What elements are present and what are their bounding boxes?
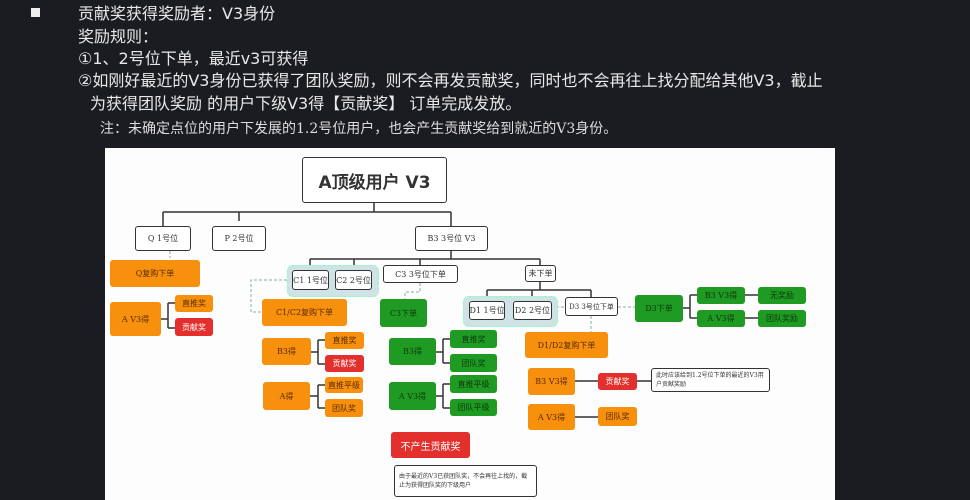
dav3-node: A V3得 [528,404,575,430]
note: 注：未确定点位的用户下发展的1.2号位用户，也会产生贡献奖给到就近的V3身份。 [100,121,618,137]
dav3-team-node: 团队奖 [598,407,637,426]
rule-2-cont: 为获得团队奖励 的用户下级V3得【贡献奖】 订单完成发放。 [90,94,522,113]
oa-direct-node: 直推平级 [325,377,363,393]
oa-node: A得 [263,382,310,410]
b3-node: B3 3号位 V3 [415,226,488,251]
rule-1: ①1、2号位下单，最近v3可获得 [78,49,309,68]
gav3-node: A V3得 [389,382,436,410]
d12-rebuy-node: D1/D2复购下单 [525,332,608,358]
diagram-panel: A顶级用户 V3 Q 1号位 P 2号位 B3 3号位 V3 Q复购下单 A V… [105,148,835,500]
rule-2: ②如刚好最近的V3身份已获得了团队奖励，则不会再发贡献奖，同时也不会再往上找分配… [78,71,823,90]
q-direct-node: 直推奖 [175,295,213,312]
ob3-direct-node: 直推奖 [325,332,364,349]
ob3-node: B3得 [262,338,311,365]
slide-title: 贡献奖获得奖励者：V3身份 [78,4,276,23]
c3-node: C3 3号位下单 [383,265,458,283]
c2-node: C2 2号位 [335,270,372,290]
db3-contrib-node: 贡献奖 [598,373,637,390]
d-av3-node: A V3得 [697,310,745,327]
gav3-team-node: 团队平级 [450,399,497,416]
d-b3v3-node: B3 V3得 [697,287,745,304]
unordered-node: 未下单 [525,265,556,282]
q-av3-node: A V3得 [110,302,161,336]
gav3-direct-node: 直推平级 [450,375,497,393]
rules-label: 奖励规则： [78,27,159,46]
q-contrib-node: 贡献奖 [175,318,213,336]
c3-order-node: C3下单 [380,299,427,327]
gb3-team-node: 团队奖 [450,354,497,372]
db3-note-box: 此时应该给到1.2号位下单的最近的V3用户贡献奖励 [651,368,770,392]
p2-node: P 2号位 [212,226,266,251]
c1-node: C1 1号位 [292,270,329,290]
d-b3-none-node: 无奖励 [758,287,806,304]
db3v3-node: B3 V3得 [528,368,575,395]
d3-node: D3 3号位下单 [565,297,618,316]
no-contrib-node: 不产生贡献奖 [391,432,470,458]
gb3-node: B3得 [389,338,436,365]
oa-team-node: 团队奖 [325,399,363,417]
ob3-contrib-node: 贡献奖 [325,355,364,372]
d2-node: D2 2号位 [513,301,552,320]
q1-node: Q 1号位 [135,226,191,251]
bullet-icon [31,8,40,17]
connector-lines [161,203,758,418]
top-user-node: A顶级用户 V3 [302,157,447,203]
gb3-direct-node: 直推奖 [450,330,497,348]
d-a-team-node: 团队奖励 [758,310,806,327]
bottom-note-box: 由于最近的V3已获团队奖，不会再往上找的，截止为获得团队奖的下级用户 [394,465,537,497]
d1-node: D1 1号位 [469,301,505,320]
d3-order-node: D3下单 [635,295,683,322]
q-rebuy-node: Q复购下单 [110,260,200,287]
c12-rebuy-node: C1/C2复购下单 [262,299,347,326]
